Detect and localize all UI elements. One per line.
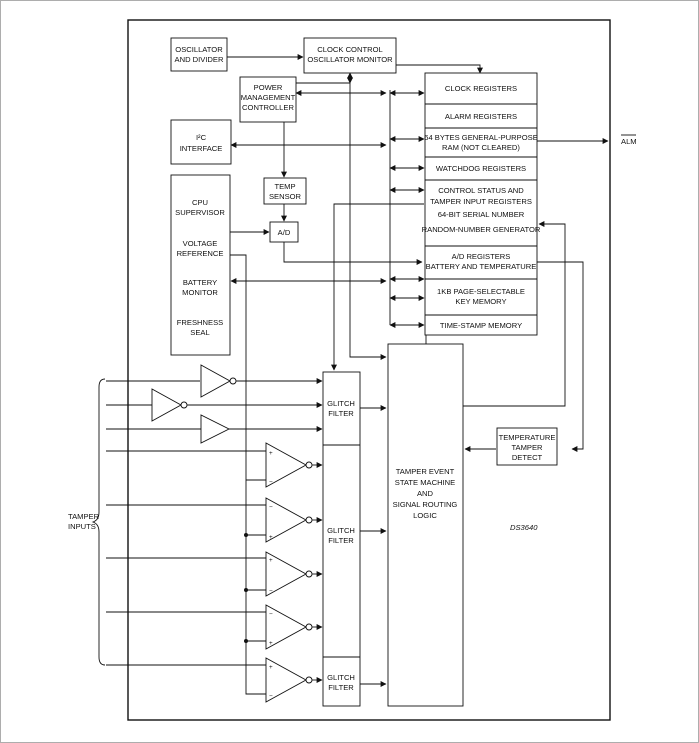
i2c-block: I²C INTERFACE	[170, 119, 232, 165]
svg-text:−: −	[269, 611, 273, 618]
svg-text:+: +	[269, 534, 273, 541]
svg-text:A/D REGISTERS: A/D REGISTERS	[452, 252, 511, 261]
svg-text:OSCILLATOR: OSCILLATOR	[175, 45, 223, 54]
junction-dots	[244, 533, 248, 643]
chip-outline	[127, 19, 611, 721]
svg-text:CPU: CPU	[192, 198, 208, 207]
register-stack: CLOCK REGISTERS ALARM REGISTERS 64 BYTES…	[422, 72, 541, 336]
clock-registers: CLOCK REGISTERS	[445, 84, 517, 93]
svg-text:−: −	[269, 479, 273, 486]
svg-text:SIGNAL ROUTING: SIGNAL ROUTING	[393, 500, 458, 509]
temperature-tamper-block: TEMPERATURE TAMPER DETECT	[496, 427, 558, 466]
oscillator-block: OSCILLATOR AND DIVIDER	[170, 37, 228, 72]
power-management-block: POWER MANAGEMENT CONTROLLER	[239, 76, 297, 123]
alm-output-label: ALM	[621, 134, 637, 146]
svg-text:POWER: POWER	[254, 83, 283, 92]
svg-text:CLOCK CONTROL: CLOCK CONTROL	[317, 45, 382, 54]
svg-text:FILTER: FILTER	[328, 683, 354, 692]
svg-text:BATTERY AND TEMPERATURE: BATTERY AND TEMPERATURE	[426, 262, 537, 271]
comparator-2: − +	[265, 497, 313, 543]
svg-text:TEMPERATURE: TEMPERATURE	[499, 433, 556, 442]
svg-text:+: +	[269, 557, 273, 564]
buffer-3	[200, 414, 231, 444]
svg-text:CONTROL STATUS AND: CONTROL STATUS AND	[438, 186, 524, 195]
svg-text:KEY MEMORY: KEY MEMORY	[455, 297, 506, 306]
svg-text:AND DIVIDER: AND DIVIDER	[175, 55, 224, 64]
svg-text:FILTER: FILTER	[328, 536, 354, 545]
svg-text:SEAL: SEAL	[190, 328, 209, 337]
svg-text:A/D: A/D	[278, 228, 291, 237]
svg-text:DETECT: DETECT	[512, 453, 543, 462]
svg-text:LOGIC: LOGIC	[413, 511, 437, 520]
svg-text:ALM: ALM	[621, 137, 637, 146]
tamper-state-machine-block: TAMPER EVENT STATE MACHINE AND SIGNAL RO…	[387, 343, 464, 707]
alarm-registers: ALARM REGISTERS	[445, 112, 517, 121]
svg-text:BATTERY: BATTERY	[183, 278, 217, 287]
glitch-filter-stack: GLITCH FILTER GLITCH FILTER GLITCH FILTE…	[322, 371, 361, 707]
comparator-5: + −	[265, 657, 313, 703]
temp-sensor-block: TEMP SENSOR	[263, 177, 307, 205]
ad-block: A/D	[269, 221, 299, 243]
part-number-label: DS3640	[510, 523, 538, 532]
svg-text:GLITCH: GLITCH	[327, 399, 355, 408]
svg-text:FILTER: FILTER	[328, 409, 354, 418]
svg-text:−: −	[269, 588, 273, 595]
time-stamp-memory: TIME-STAMP MEMORY	[440, 321, 522, 330]
svg-text:−: −	[269, 693, 273, 700]
tamper-inputs-label-2: INPUTS	[68, 522, 96, 531]
svg-text:RAM (NOT CLEARED): RAM (NOT CLEARED)	[442, 143, 520, 152]
svg-text:+: +	[269, 640, 273, 647]
watchdog-registers: WATCHDOG REGISTERS	[436, 164, 526, 173]
svg-text:64 BYTES GENERAL-PURPOSE: 64 BYTES GENERAL-PURPOSE	[424, 133, 538, 142]
clock-control-block: CLOCK CONTROL OSCILLATOR MONITOR	[303, 37, 397, 74]
comparators: + − − + + − − + + −	[265, 442, 313, 703]
wires	[91, 54, 609, 695]
svg-text:TAMPER EVENT: TAMPER EVENT	[396, 467, 455, 476]
svg-text:SENSOR: SENSOR	[269, 192, 302, 201]
svg-text:CONTROLLER: CONTROLLER	[242, 103, 294, 112]
svg-text:STATE MACHINE: STATE MACHINE	[395, 478, 455, 487]
svg-text:I²C: I²C	[196, 133, 207, 142]
svg-text:MANAGEMENT: MANAGEMENT	[241, 93, 296, 102]
comparator-4: − +	[265, 604, 313, 650]
svg-text:OSCILLATOR MONITOR: OSCILLATOR MONITOR	[307, 55, 393, 64]
svg-text:SUPERVISOR: SUPERVISOR	[175, 208, 225, 217]
cpu-supervisor-block: CPU SUPERVISOR VOLTAGE REFERENCE BATTERY…	[170, 174, 231, 356]
svg-text:GLITCH: GLITCH	[327, 673, 355, 682]
svg-text:+: +	[269, 450, 273, 457]
inverter-1	[200, 364, 231, 398]
input-buffers	[151, 364, 237, 444]
svg-text:FRESHNESS: FRESHNESS	[177, 318, 223, 327]
svg-text:INTERFACE: INTERFACE	[180, 144, 223, 153]
svg-text:−: −	[269, 504, 273, 511]
svg-text:1KB PAGE-SELECTABLE: 1KB PAGE-SELECTABLE	[437, 287, 525, 296]
svg-text:TEMP: TEMP	[274, 182, 295, 191]
svg-text:+: +	[269, 664, 273, 671]
comparator-1: + −	[265, 442, 313, 488]
svg-text:MONITOR: MONITOR	[182, 288, 218, 297]
svg-text:REFERENCE: REFERENCE	[177, 249, 224, 258]
svg-text:RANDOM-NUMBER GENERATOR: RANDOM-NUMBER GENERATOR	[422, 225, 541, 234]
svg-text:GLITCH: GLITCH	[327, 526, 355, 535]
svg-text:AND: AND	[417, 489, 434, 498]
svg-text:VOLTAGE: VOLTAGE	[183, 239, 218, 248]
tamper-inputs-label: TAMPER	[68, 512, 100, 521]
inverter-2	[151, 388, 182, 422]
svg-text:TAMPER: TAMPER	[511, 443, 543, 452]
svg-text:TAMPER INPUT REGISTERS: TAMPER INPUT REGISTERS	[430, 197, 532, 206]
comparator-3: + −	[265, 551, 313, 597]
svg-text:64-BIT SERIAL NUMBER: 64-BIT SERIAL NUMBER	[438, 210, 525, 219]
